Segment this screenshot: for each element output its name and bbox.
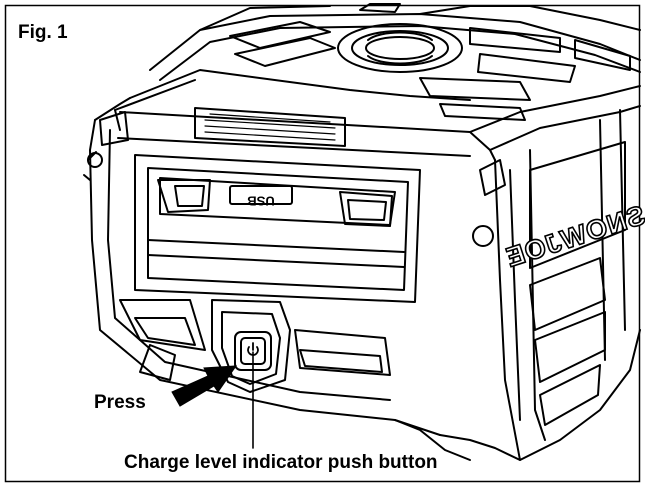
battery-side	[394, 85, 641, 461]
usb-port-label: USB	[247, 194, 274, 209]
power-icon	[247, 342, 259, 356]
battery-front	[83, 97, 506, 436]
battery-top	[114, 3, 641, 147]
press-label: Press	[94, 392, 146, 413]
push-button-label: Charge level indicator push button	[124, 452, 438, 473]
figure-title: Fig. 1	[18, 22, 68, 43]
arrow-right-icon	[171, 365, 237, 407]
